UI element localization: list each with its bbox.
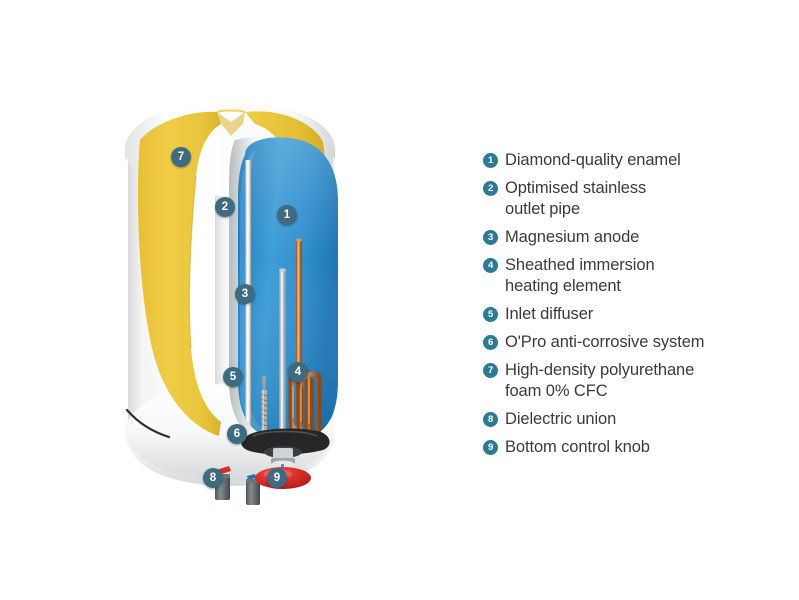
callout-5: 5 [223, 367, 243, 387]
callout-9: 9 [267, 468, 287, 488]
legend-item-5: 5 Inlet diffuser [483, 304, 773, 325]
legend-badge-2: 2 [483, 181, 498, 196]
legend-item-1: 1 Diamond-quality enamel [483, 150, 773, 171]
callout-3: 3 [235, 284, 255, 304]
magnesium-anode [279, 268, 286, 442]
legend-item-3: 3 Magnesium anode [483, 227, 773, 248]
legend-label-6: O'Pro anti-corrosive system [505, 333, 705, 351]
legend-label-5: Inlet diffuser [505, 305, 594, 323]
water-heater-illustration [125, 102, 338, 505]
legend-label-1: Diamond-quality enamel [505, 151, 681, 169]
legend-item-7: 7 High-density polyurethane foam 0% CFC [483, 360, 773, 402]
legend-label-2: Optimised stainless outlet pipe [505, 179, 647, 218]
legend-item-4: 4 Sheathed immersion heating element [483, 255, 773, 297]
legend-list: 1 Diamond-quality enamel 2 Optimised sta… [483, 150, 773, 465]
legend-label-9: Bottom control knob [505, 438, 650, 456]
legend-item-2: 2 Optimised stainless outlet pipe [483, 178, 773, 220]
legend-badge-6: 6 [483, 335, 498, 350]
legend-badge-8: 8 [483, 412, 498, 427]
callout-8: 8 [203, 468, 223, 488]
legend-badge-3: 3 [483, 230, 498, 245]
legend-item-6: 6 O'Pro anti-corrosive system [483, 332, 773, 353]
legend-item-8: 8 Dielectric union [483, 409, 773, 430]
legend-label-7: High-density polyurethane foam 0% CFC [505, 361, 695, 400]
legend-badge-7: 7 [483, 363, 498, 378]
legend-label-4: Sheathed immersion heating element [505, 256, 655, 295]
legend-label-3: Magnesium anode [505, 228, 640, 246]
legend-badge-5: 5 [483, 307, 498, 322]
callout-4: 4 [288, 362, 308, 382]
legend-badge-1: 1 [483, 153, 498, 168]
callout-6: 6 [227, 424, 247, 444]
callout-7: 7 [171, 147, 191, 167]
legend-item-9: 9 Bottom control knob [483, 437, 773, 458]
water-heater-diagram: 7 2 1 3 5 4 6 8 9 [95, 80, 425, 520]
legend-label-8: Dielectric union [505, 410, 617, 428]
opro-anti-corrosive-system [241, 428, 330, 468]
callout-2: 2 [215, 197, 235, 217]
inlet-diffuser [261, 376, 268, 434]
legend-badge-9: 9 [483, 440, 498, 455]
legend-badge-4: 4 [483, 258, 498, 273]
callout-1: 1 [277, 205, 297, 225]
